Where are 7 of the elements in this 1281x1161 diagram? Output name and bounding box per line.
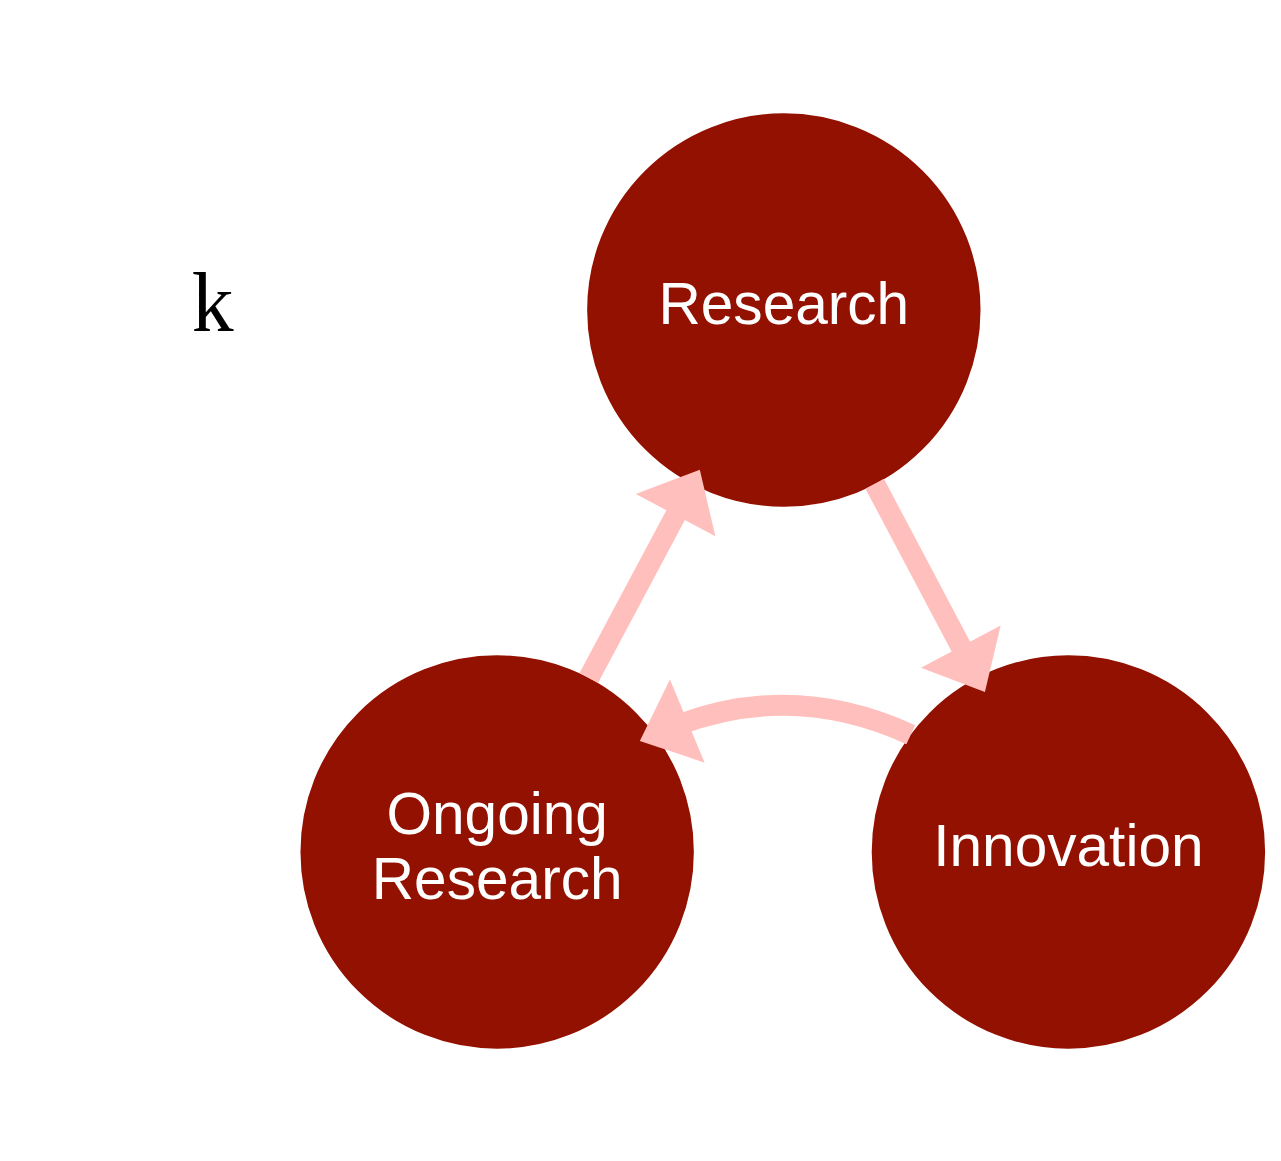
node-circle: Innovation: [871, 654, 1266, 1049]
arrow: [865, 478, 1001, 692]
arrow: [579, 469, 716, 683]
arrow: [639, 679, 915, 763]
node-circle: Research: [587, 112, 981, 507]
node-circle: Ongoing Research: [300, 654, 694, 1049]
label: k: [191, 255, 234, 349]
